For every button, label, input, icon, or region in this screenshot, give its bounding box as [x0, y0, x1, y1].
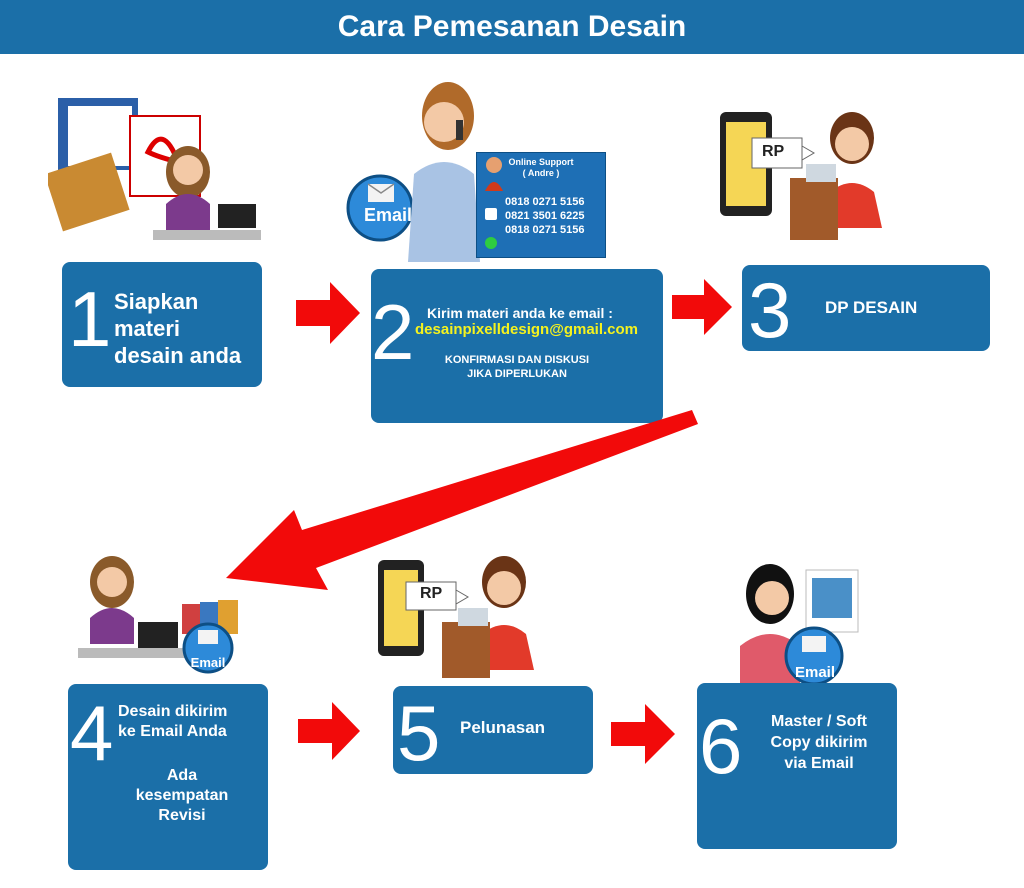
phone-icon	[456, 120, 463, 140]
arrow-right-icon	[672, 279, 732, 335]
email-badge-label: Email	[190, 655, 226, 670]
step-3-panel: 3 DP DESAIN	[742, 265, 990, 351]
step-line: via Email	[784, 755, 854, 772]
laptop-icon	[806, 164, 836, 182]
rp-label: RP	[420, 585, 443, 602]
step-extra: Ada kesempatan Revisi	[108, 766, 256, 826]
rp-label: RP	[762, 143, 785, 160]
step-line: desain anda	[114, 343, 242, 368]
step-line: Siapkan	[114, 289, 199, 314]
rp-speech-bubble	[405, 581, 457, 611]
step-note-line: KONFIRMASI DAN DISKUSI	[444, 354, 590, 366]
order-email: desainpixelldesign@gmail.com	[415, 321, 639, 338]
arrow-right-icon	[611, 704, 675, 764]
step-line: Master / Soft	[770, 713, 867, 730]
step-intro: Kirim materi anda ke email :	[427, 305, 613, 321]
email-badge-label: Email	[363, 205, 413, 225]
support-heading: Online Support	[508, 157, 574, 167]
arrow-right-icon	[298, 702, 360, 760]
step-number: 2	[371, 288, 415, 376]
step-text: Siapkan materi desain anda	[114, 288, 241, 369]
step-4-panel: 4 Desain dikirim ke Email Anda Ada kesem…	[68, 684, 268, 870]
payment-woman-illustration	[378, 556, 534, 678]
page-title: Cara Pemesanan Desain	[337, 10, 687, 43]
step-note: KONFIRMASI DAN DISKUSI JIKA DIPERLUKAN	[371, 353, 663, 381]
step-text: Master / Soft Copy dikirim via Email	[749, 711, 889, 774]
step-text: DP DESAIN	[825, 298, 918, 317]
step-line: materi	[114, 316, 181, 341]
step-number: 4	[70, 689, 114, 777]
step-note-line: JIKA DIPERLUKAN	[467, 368, 567, 380]
payment-woman-illustration	[720, 112, 882, 240]
support-phone-3: 0818 0271 5156	[505, 224, 585, 236]
step-line: Desain dikirim	[118, 703, 228, 720]
laptop-icon	[458, 608, 488, 626]
step-number: 5	[397, 689, 441, 777]
support-woman-illustration	[346, 82, 480, 262]
email-globe-icon	[182, 622, 234, 674]
online-support-card: Online Support ( Andre ) 0818 0271 5156 …	[476, 152, 606, 258]
email-badge-label: Email	[794, 664, 836, 681]
email-globe-icon	[784, 626, 844, 684]
laptop-icon	[138, 622, 178, 648]
step-line: Revisi	[158, 807, 206, 824]
final-delivery-illustration	[740, 564, 859, 684]
step-text: Pelunasan	[460, 718, 546, 737]
step-2-panel: 2 Kirim materi anda ke email : desainpix…	[371, 269, 663, 423]
laptop-icon	[218, 204, 256, 228]
step-text: Desain dikirim ke Email Anda	[118, 702, 227, 742]
support-name: ( Andre )	[522, 168, 560, 178]
support-phone-1: 0818 0271 5156	[505, 196, 585, 208]
step-line: Ada	[166, 767, 198, 784]
step-number: 3	[748, 266, 792, 354]
arrow-diagonal-icon	[226, 410, 698, 590]
arrow-right-icon	[296, 282, 360, 344]
step-5-panel: 5 Pelunasan	[393, 686, 593, 774]
design-delivery-illustration	[78, 556, 238, 674]
step-number: 1	[68, 275, 112, 363]
support-agent-icon	[485, 157, 503, 191]
documents-and-woman-illustration	[48, 98, 261, 240]
desk-icon	[790, 178, 838, 240]
step-line: Copy dikirim	[770, 734, 868, 751]
support-phone-2: 0821 3501 6225	[505, 210, 585, 222]
step-line: kesempatan	[135, 787, 229, 804]
step-6-panel: 6 Master / Soft Copy dikirim via Email	[697, 683, 897, 849]
phone-icon	[485, 208, 497, 220]
step-1-panel: 1 Siapkan materi desain anda	[62, 262, 262, 387]
whatsapp-icon	[485, 237, 497, 249]
step-line: ke Email Anda	[118, 723, 227, 740]
step-number: 6	[699, 702, 743, 790]
desk-icon	[442, 622, 490, 678]
image-file-icon	[48, 152, 130, 232]
title-bar: Cara Pemesanan Desain	[0, 0, 1024, 54]
